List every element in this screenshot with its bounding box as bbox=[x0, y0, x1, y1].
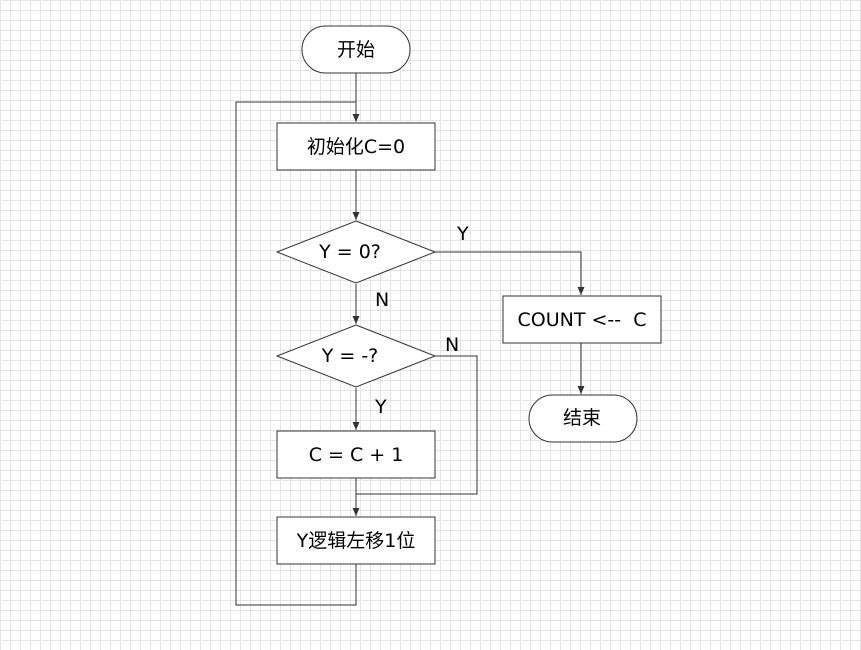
zero-no-label: N bbox=[375, 289, 389, 311]
shift-label: Y逻辑左移1位 bbox=[296, 530, 416, 552]
assign-process: COUNT <-- C bbox=[502, 295, 662, 344]
increment-process: C = C + 1 bbox=[276, 430, 436, 479]
negative-check-decision: Y = -? bbox=[275, 324, 437, 388]
negative-no-label: N bbox=[445, 334, 459, 356]
increment-label: C = C + 1 bbox=[309, 444, 404, 466]
init-process: 初始化C=0 bbox=[276, 122, 436, 171]
edge-zero-yes-to-assign bbox=[435, 251, 585, 295]
start-label: 开始 bbox=[337, 39, 375, 61]
negative-check-label: Y = -? bbox=[321, 345, 379, 367]
start-terminal: 开始 bbox=[301, 25, 411, 74]
zero-check-decision: Y = 0? bbox=[275, 220, 437, 284]
assign-label: COUNT <-- C bbox=[518, 309, 647, 331]
zero-yes-label: Y bbox=[456, 223, 469, 245]
edge-neg-no-bypass bbox=[356, 355, 478, 495]
end-terminal: 结束 bbox=[528, 394, 638, 443]
end-label: 结束 bbox=[563, 407, 601, 429]
zero-check-label: Y = 0? bbox=[318, 241, 381, 263]
negative-yes-label: Y bbox=[374, 396, 387, 418]
init-label: 初始化C=0 bbox=[307, 136, 405, 158]
shift-process: Y逻辑左移1位 bbox=[276, 516, 436, 565]
edge-loop-back bbox=[235, 101, 357, 606]
